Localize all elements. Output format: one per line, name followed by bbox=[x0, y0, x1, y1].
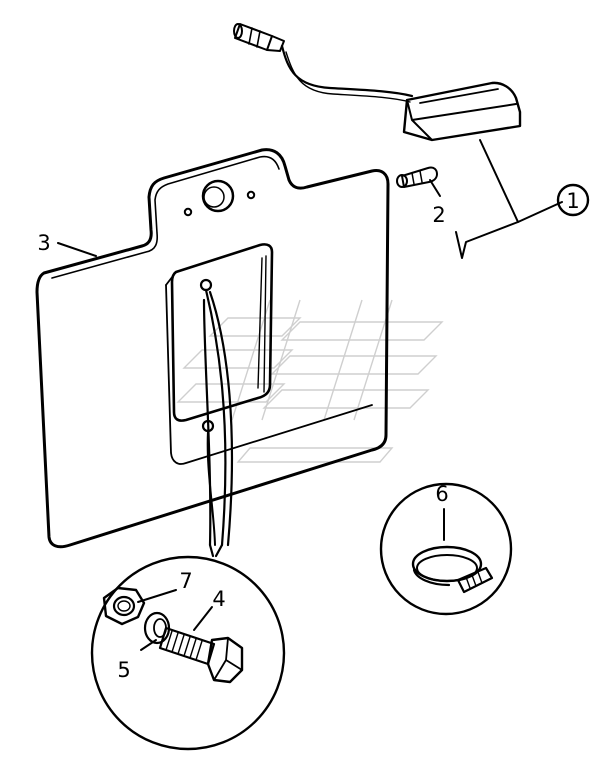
lamp-housing bbox=[402, 81, 522, 142]
callout-6: 6 bbox=[435, 482, 448, 506]
cable-plug bbox=[233, 23, 285, 52]
lamp-assembly bbox=[233, 23, 522, 142]
plate-hole-small-left bbox=[183, 207, 193, 217]
plate-hole-large bbox=[201, 179, 235, 213]
watermark-logo bbox=[176, 299, 444, 463]
callout-1-circle bbox=[556, 183, 590, 217]
hex-bolt bbox=[158, 626, 244, 684]
leader-lines bbox=[57, 139, 563, 651]
hose-clamp bbox=[411, 545, 494, 594]
callout-3: 3 bbox=[37, 231, 50, 255]
callout-4: 4 bbox=[212, 587, 225, 611]
callout-2: 2 bbox=[432, 203, 445, 227]
callout-5: 5 bbox=[117, 658, 130, 682]
bulb bbox=[396, 166, 438, 188]
lamp-cable bbox=[280, 44, 414, 98]
detail-bubble-fasteners: 7 4 5 bbox=[90, 543, 286, 751]
plate-hole-small-right bbox=[246, 190, 256, 200]
plate-hole-upper bbox=[199, 278, 213, 292]
callout-7: 7 bbox=[179, 569, 192, 593]
callout-1: 1 bbox=[566, 189, 579, 213]
detail-bubble-clamp: 6 bbox=[379, 482, 513, 616]
mounting-plate bbox=[35, 148, 390, 549]
hex-nut bbox=[102, 586, 146, 626]
